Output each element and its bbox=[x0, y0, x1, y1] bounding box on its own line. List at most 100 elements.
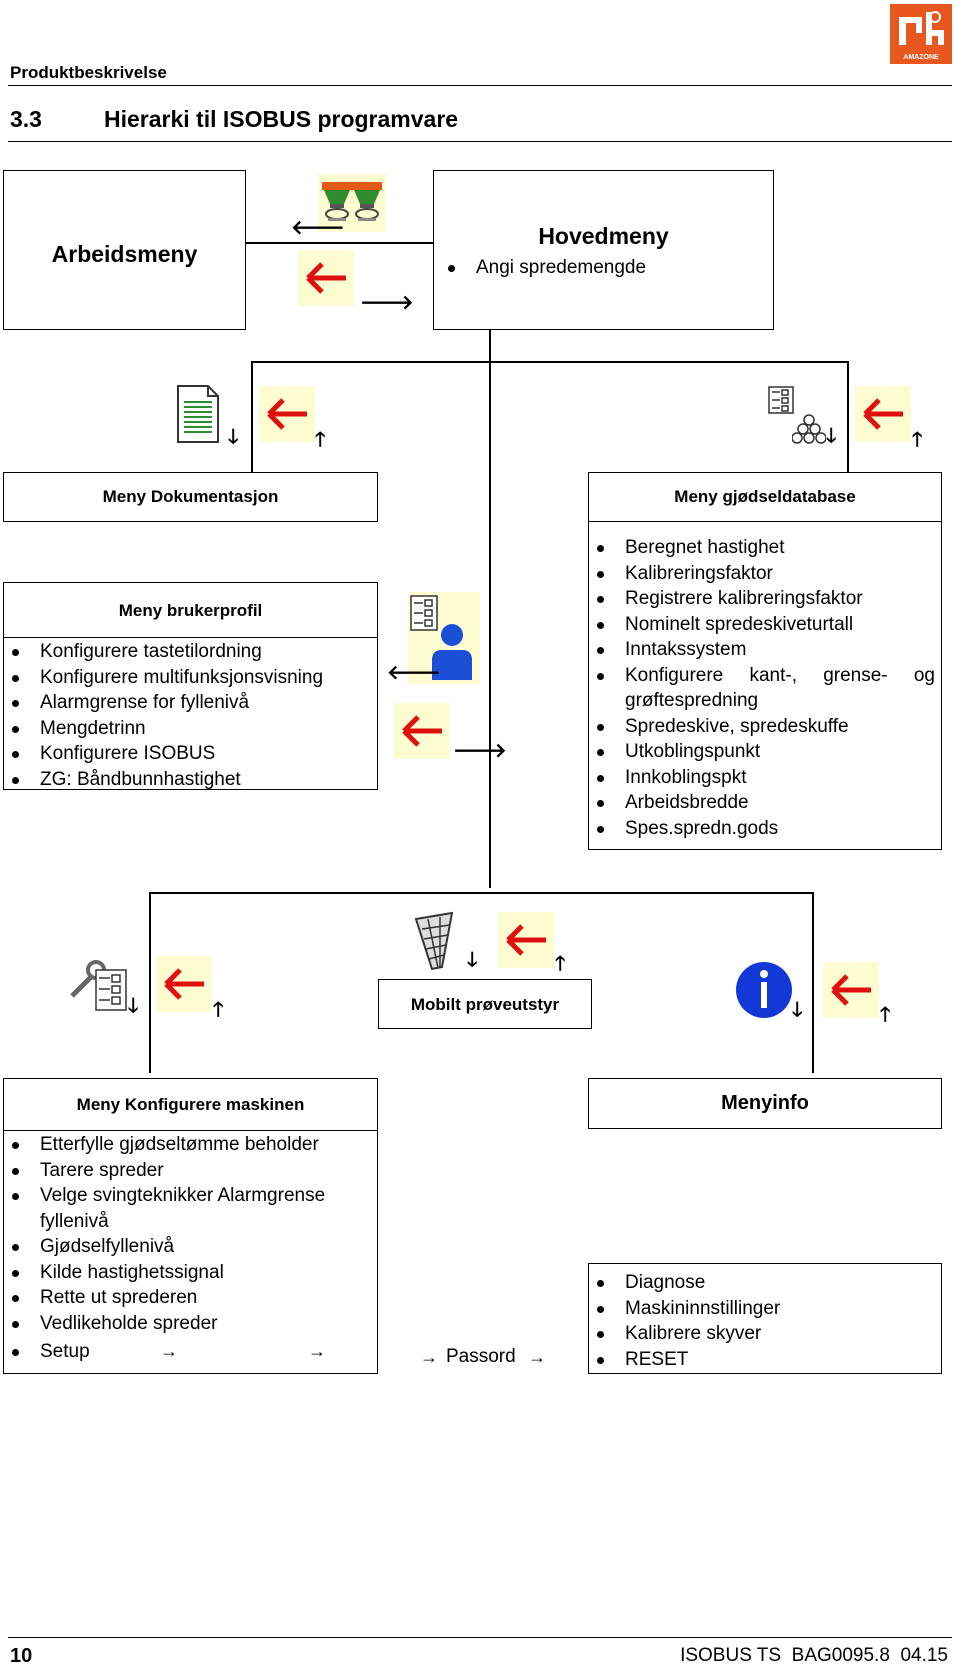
list-item[interactable]: Kalibrere skyver bbox=[589, 1321, 780, 1347]
konfigurere-list: Etterfylle gjødseltømme beholder Tarere … bbox=[4, 1132, 357, 1336]
arrow-right-icon: 🡒 bbox=[453, 740, 507, 762]
proveutstyr-box[interactable]: Mobilt prøveutstyr bbox=[378, 979, 592, 1029]
list-item[interactable]: Diagnose bbox=[589, 1270, 780, 1296]
list-item[interactable]: Tarere spreder bbox=[4, 1158, 357, 1184]
info-icon[interactable] bbox=[734, 960, 794, 1020]
back-arrow-icon[interactable] bbox=[823, 962, 879, 1018]
connector bbox=[489, 328, 491, 888]
list-item[interactable]: Konfigurere kant-, grense- og grøftespre… bbox=[589, 663, 935, 714]
menyinfo-box[interactable]: Menyinfo bbox=[588, 1078, 942, 1129]
arrow-up-icon: 🡑 bbox=[912, 429, 923, 451]
connector bbox=[244, 242, 434, 244]
back-arrow-icon[interactable] bbox=[259, 386, 315, 442]
arrow-down-icon: 🡓 bbox=[128, 995, 139, 1017]
list-item[interactable]: Mengdetrinn bbox=[4, 716, 323, 742]
list-item[interactable]: Spes.spredn.gods bbox=[589, 816, 935, 842]
user-profile-icon[interactable] bbox=[408, 592, 480, 684]
list-item[interactable]: Nominelt spredeskiveturtall bbox=[589, 612, 935, 638]
connector bbox=[149, 892, 814, 894]
brukerprofil-list: Konfigurere tastetilordning Konfigurere … bbox=[4, 639, 323, 792]
document-icon[interactable] bbox=[174, 384, 222, 444]
list-item[interactable]: Utkoblingspunkt bbox=[589, 739, 935, 765]
setup-item[interactable]: Setup bbox=[4, 1339, 90, 1365]
menyinfo-list-box[interactable]: Diagnose Maskininnstillinger Kalibrere s… bbox=[588, 1263, 942, 1374]
konfigurere-title: Meny Konfigurere maskinen bbox=[76, 1095, 305, 1114]
brukerprofil-box[interactable]: Meny brukerprofil Konfigurere tastetilor… bbox=[3, 582, 378, 790]
footer-page-number: 10 bbox=[10, 1645, 33, 1667]
list-item[interactable]: Spredeskive, spredeskuffe bbox=[589, 714, 935, 740]
arrow-right-thin-icon: → bbox=[420, 1347, 438, 1367]
konfigurere-header bbox=[4, 1079, 377, 1131]
list-item[interactable]: Velge svingteknikker Alarmgrense fylleni… bbox=[4, 1183, 350, 1234]
konfigurere-box[interactable]: Meny Konfigurere maskinen Etterfylle gjø… bbox=[3, 1078, 378, 1374]
footer-doc-id: ISOBUS TS BAG0095.8 04.15 bbox=[680, 1645, 948, 1666]
hovedmeny-title: Hovedmeny bbox=[538, 223, 669, 249]
hovedmeny-box[interactable]: Hovedmeny Angi spredemengde bbox=[433, 170, 774, 330]
arrow-up-icon: 🡑 bbox=[213, 999, 224, 1021]
list-item[interactable]: Innkoblingspkt bbox=[589, 765, 935, 791]
arrow-left-icon: 🡐 bbox=[291, 217, 345, 239]
arrow-right-thin-icon: → bbox=[308, 1341, 326, 1361]
list-item[interactable]: Kalibreringsfaktor bbox=[589, 561, 935, 587]
wrench-checklist-icon[interactable] bbox=[68, 956, 130, 1014]
brukerprofil-title: Meny brukerprofil bbox=[118, 601, 263, 620]
list-item[interactable]: Etterfylle gjødseltømme beholder bbox=[4, 1132, 357, 1158]
checklist-icon[interactable] bbox=[768, 386, 794, 414]
proveutstyr-title: Mobilt prøveutstyr bbox=[410, 995, 560, 1014]
spreader-icon[interactable] bbox=[318, 174, 386, 232]
test-tray-icon[interactable] bbox=[412, 909, 460, 971]
list-item[interactable]: Registrere kalibreringsfaktor bbox=[589, 586, 935, 612]
passord-label[interactable]: Passord bbox=[446, 1346, 516, 1367]
list-item[interactable]: Vedlikeholde spreder bbox=[4, 1311, 357, 1337]
arrow-up-icon: 🡑 bbox=[880, 1004, 891, 1026]
brukerprofil-header bbox=[4, 583, 377, 638]
menyinfo-list: Diagnose Maskininnstillinger Kalibrere s… bbox=[589, 1270, 780, 1372]
back-arrow-icon[interactable] bbox=[156, 956, 212, 1012]
arrow-right-thin-icon: → bbox=[160, 1341, 178, 1361]
amazone-logo: AMAZONE bbox=[890, 4, 952, 64]
dokumentasjon-box[interactable]: Meny Dokumentasjon bbox=[3, 472, 378, 522]
page-heading: Hierarki til ISOBUS programvare bbox=[104, 106, 459, 132]
arrow-up-icon: 🡑 bbox=[315, 429, 326, 451]
arrow-right-icon: 🡒 bbox=[360, 292, 414, 314]
connector bbox=[251, 361, 253, 473]
logo-text: AMAZONE bbox=[903, 54, 939, 61]
gjodseldatabase-box[interactable]: Meny gjødseldatabase Beregnet hastighet … bbox=[588, 472, 942, 850]
list-item[interactable]: RESET bbox=[589, 1347, 780, 1373]
arbeidsmeny-title: Arbeidsmeny bbox=[51, 241, 198, 267]
arrow-up-icon: 🡑 bbox=[555, 953, 566, 975]
fertilizer-granules-icon[interactable] bbox=[791, 414, 827, 444]
connector bbox=[149, 892, 151, 1073]
dokumentasjon-title: Meny Dokumentasjon bbox=[102, 487, 279, 506]
header-rule bbox=[8, 85, 952, 86]
heading-rule bbox=[8, 141, 952, 142]
list-item[interactable]: Alarmgrense for fyllenivå bbox=[4, 690, 323, 716]
arrow-right-thin-icon: → bbox=[528, 1347, 546, 1367]
connector bbox=[812, 892, 814, 1073]
menyinfo-title: Menyinfo bbox=[721, 1092, 809, 1114]
back-arrow-icon[interactable] bbox=[855, 386, 911, 442]
list-item[interactable]: Rette ut sprederen bbox=[4, 1285, 357, 1311]
section-title: Produktbeskrivelse bbox=[10, 63, 167, 82]
arbeidsmeny-box[interactable]: Arbeidsmeny bbox=[3, 170, 246, 330]
arrow-down-icon: 🡓 bbox=[467, 949, 478, 971]
list-item[interactable]: Konfigurere tastetilordning bbox=[4, 639, 323, 665]
list-item[interactable]: Maskininnstillinger bbox=[589, 1296, 780, 1322]
list-item[interactable]: Inntakssystem bbox=[589, 637, 935, 663]
gjodseldatabase-header bbox=[589, 473, 941, 522]
back-arrow-icon[interactable] bbox=[298, 250, 354, 306]
connector bbox=[847, 361, 849, 473]
setup-row: Setup bbox=[4, 1339, 90, 1365]
list-item[interactable]: Gjødselfyllenivå bbox=[4, 1234, 357, 1260]
list-item[interactable]: Arbeidsbredde bbox=[589, 790, 935, 816]
list-item[interactable]: Konfigurere multifunksjonsvisning bbox=[4, 665, 323, 691]
back-arrow-icon[interactable] bbox=[498, 912, 554, 968]
gjodseldatabase-list: Beregnet hastighet Kalibreringsfaktor Re… bbox=[589, 535, 935, 841]
list-item[interactable]: Angi spredemengde bbox=[440, 255, 646, 281]
back-arrow-icon[interactable] bbox=[394, 703, 450, 759]
hovedmeny-list: Angi spredemengde bbox=[440, 255, 646, 281]
list-item[interactable]: ZG: Båndbunnhastighet bbox=[4, 767, 323, 793]
list-item[interactable]: Beregnet hastighet bbox=[589, 535, 935, 561]
list-item[interactable]: Kilde hastighetssignal bbox=[4, 1260, 357, 1286]
list-item[interactable]: Konfigurere ISOBUS bbox=[4, 741, 323, 767]
